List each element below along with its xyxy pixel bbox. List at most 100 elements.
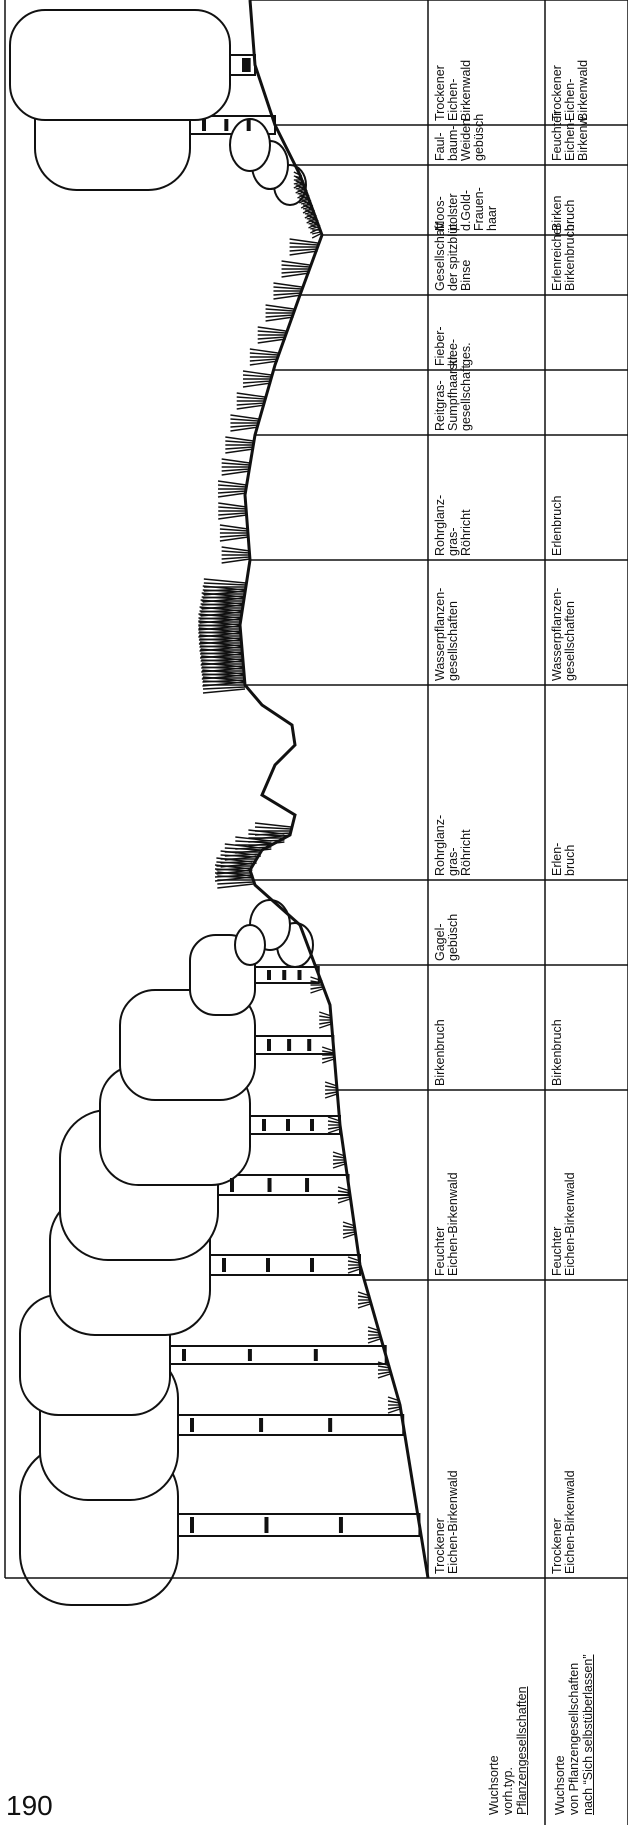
tree-trunk [172,1415,403,1435]
grass-blade [358,1302,370,1304]
grass-blade [225,854,261,856]
bark-mark [286,1119,290,1131]
tree-trunk [249,1036,333,1054]
grass-blade [198,624,240,626]
bark-mark [222,1258,226,1272]
grass-blade [198,631,240,633]
grass-blade [218,503,246,507]
tree-trunk [244,1116,340,1134]
upper-row-label: Wuchsorte vorh.typ. Pflanzengesellschaft… [487,1686,529,1815]
grass-blade [222,559,250,563]
grass-blade [220,525,248,529]
grass-blade [201,666,243,668]
tree-trunk [204,1255,360,1275]
zone-cell-line: bruch [564,196,577,231]
zone-cell-line: gesellschaft [460,372,473,431]
grass-blade [282,271,310,273]
zone-cell-upper: Gesellschaftder spitzblüt.Binse [434,237,473,291]
bark-mark [190,1517,194,1533]
zone-cell-lower: ErlenreicherBirkenbruch [551,237,577,291]
zone-cell-line: Birkenw. [577,127,590,161]
zone-cell-line: Birkenwald [577,60,590,121]
zone-cell-lower: Erlenbruch [551,496,564,556]
grass-blade [222,459,250,463]
zone-cell-line: ges. [460,326,473,366]
grass-blade [218,493,246,497]
bark-mark [190,1418,194,1432]
tree-trunk [164,1346,386,1364]
grass-blade [216,868,252,870]
grass-blade [311,989,323,993]
grass-blade [282,261,310,265]
tree-crown [10,10,230,120]
grass-blade [333,1162,345,1164]
grass-blade [222,547,250,551]
grass-blade [204,589,246,591]
bark-mark [267,970,271,980]
grass-blade [255,823,291,827]
zone-cell-line: Birkenwald [460,60,473,121]
grass-blade [200,652,242,654]
bark-mark [339,1517,343,1533]
grass-blade [230,425,258,427]
grass-blade [230,419,258,421]
grass-blade [388,1409,400,1413]
grass-blade [201,659,243,661]
grass-blade [282,265,310,267]
zone-cell-line: Birkenbruch [434,1019,447,1086]
bark-mark [264,1517,268,1533]
zone-cell-line: gebüsch [473,127,486,161]
bark-mark [287,1039,291,1051]
grass-blade [225,441,253,443]
zone-cell-line: Eichen-Birkenwald [564,1172,577,1276]
zone-cell-upper: Wasserpflanzen-gesellschaften [434,588,460,681]
grass-blade [222,471,250,475]
zone-cell-line: Eichen-Birkenwald [447,1172,460,1276]
bark-mark [247,119,251,131]
grass-blade [220,529,248,531]
bark-mark [202,119,206,131]
zone-cell-upper: Rohrglanz-gras-Röhricht [434,815,473,876]
bark-mark [328,1418,332,1432]
grass-blade [237,393,265,397]
grass-blade [243,375,271,377]
bark-mark [305,1178,309,1192]
grass-blade [230,427,258,431]
grass-blade [217,884,253,888]
grass-blade [312,234,320,238]
grass-blade [218,513,246,515]
zone-cell-line: Birkenbruch [564,237,577,291]
grass-blade [319,1022,331,1024]
grass-blade [255,833,291,835]
grass-blade [225,437,253,441]
grass-blade [202,673,244,675]
grass-blade [343,1234,355,1238]
grass-blade [338,1199,350,1203]
zone-cell-lower: FeuchterEichen-Birkenwald [551,1172,577,1276]
grass-blade [201,610,243,612]
shrub [235,925,265,965]
bark-mark [310,1119,314,1131]
grass-blade [222,551,250,553]
grass-blade [217,882,253,884]
grass-blade [266,305,294,309]
bark-mark [182,1349,186,1361]
zone-cell-upper: Moos-polsterd.Gold-Frauen-haar [434,187,499,231]
grass-blade [215,875,251,877]
grass-blade [378,1374,390,1378]
grass-blade [222,557,250,559]
zone-cell-upper: Birkenbruch [434,1019,447,1086]
grass-blade [358,1304,370,1308]
bark-mark [262,1119,266,1131]
grass-blade [258,327,286,331]
bark-mark [268,1178,272,1192]
bark-mark [224,119,228,131]
grass-blade [243,381,271,383]
grass-blade [290,239,318,243]
grass-blade [312,232,320,234]
grass-blade [333,1164,345,1168]
grass-blade [237,405,265,409]
grass-blade [243,383,271,387]
